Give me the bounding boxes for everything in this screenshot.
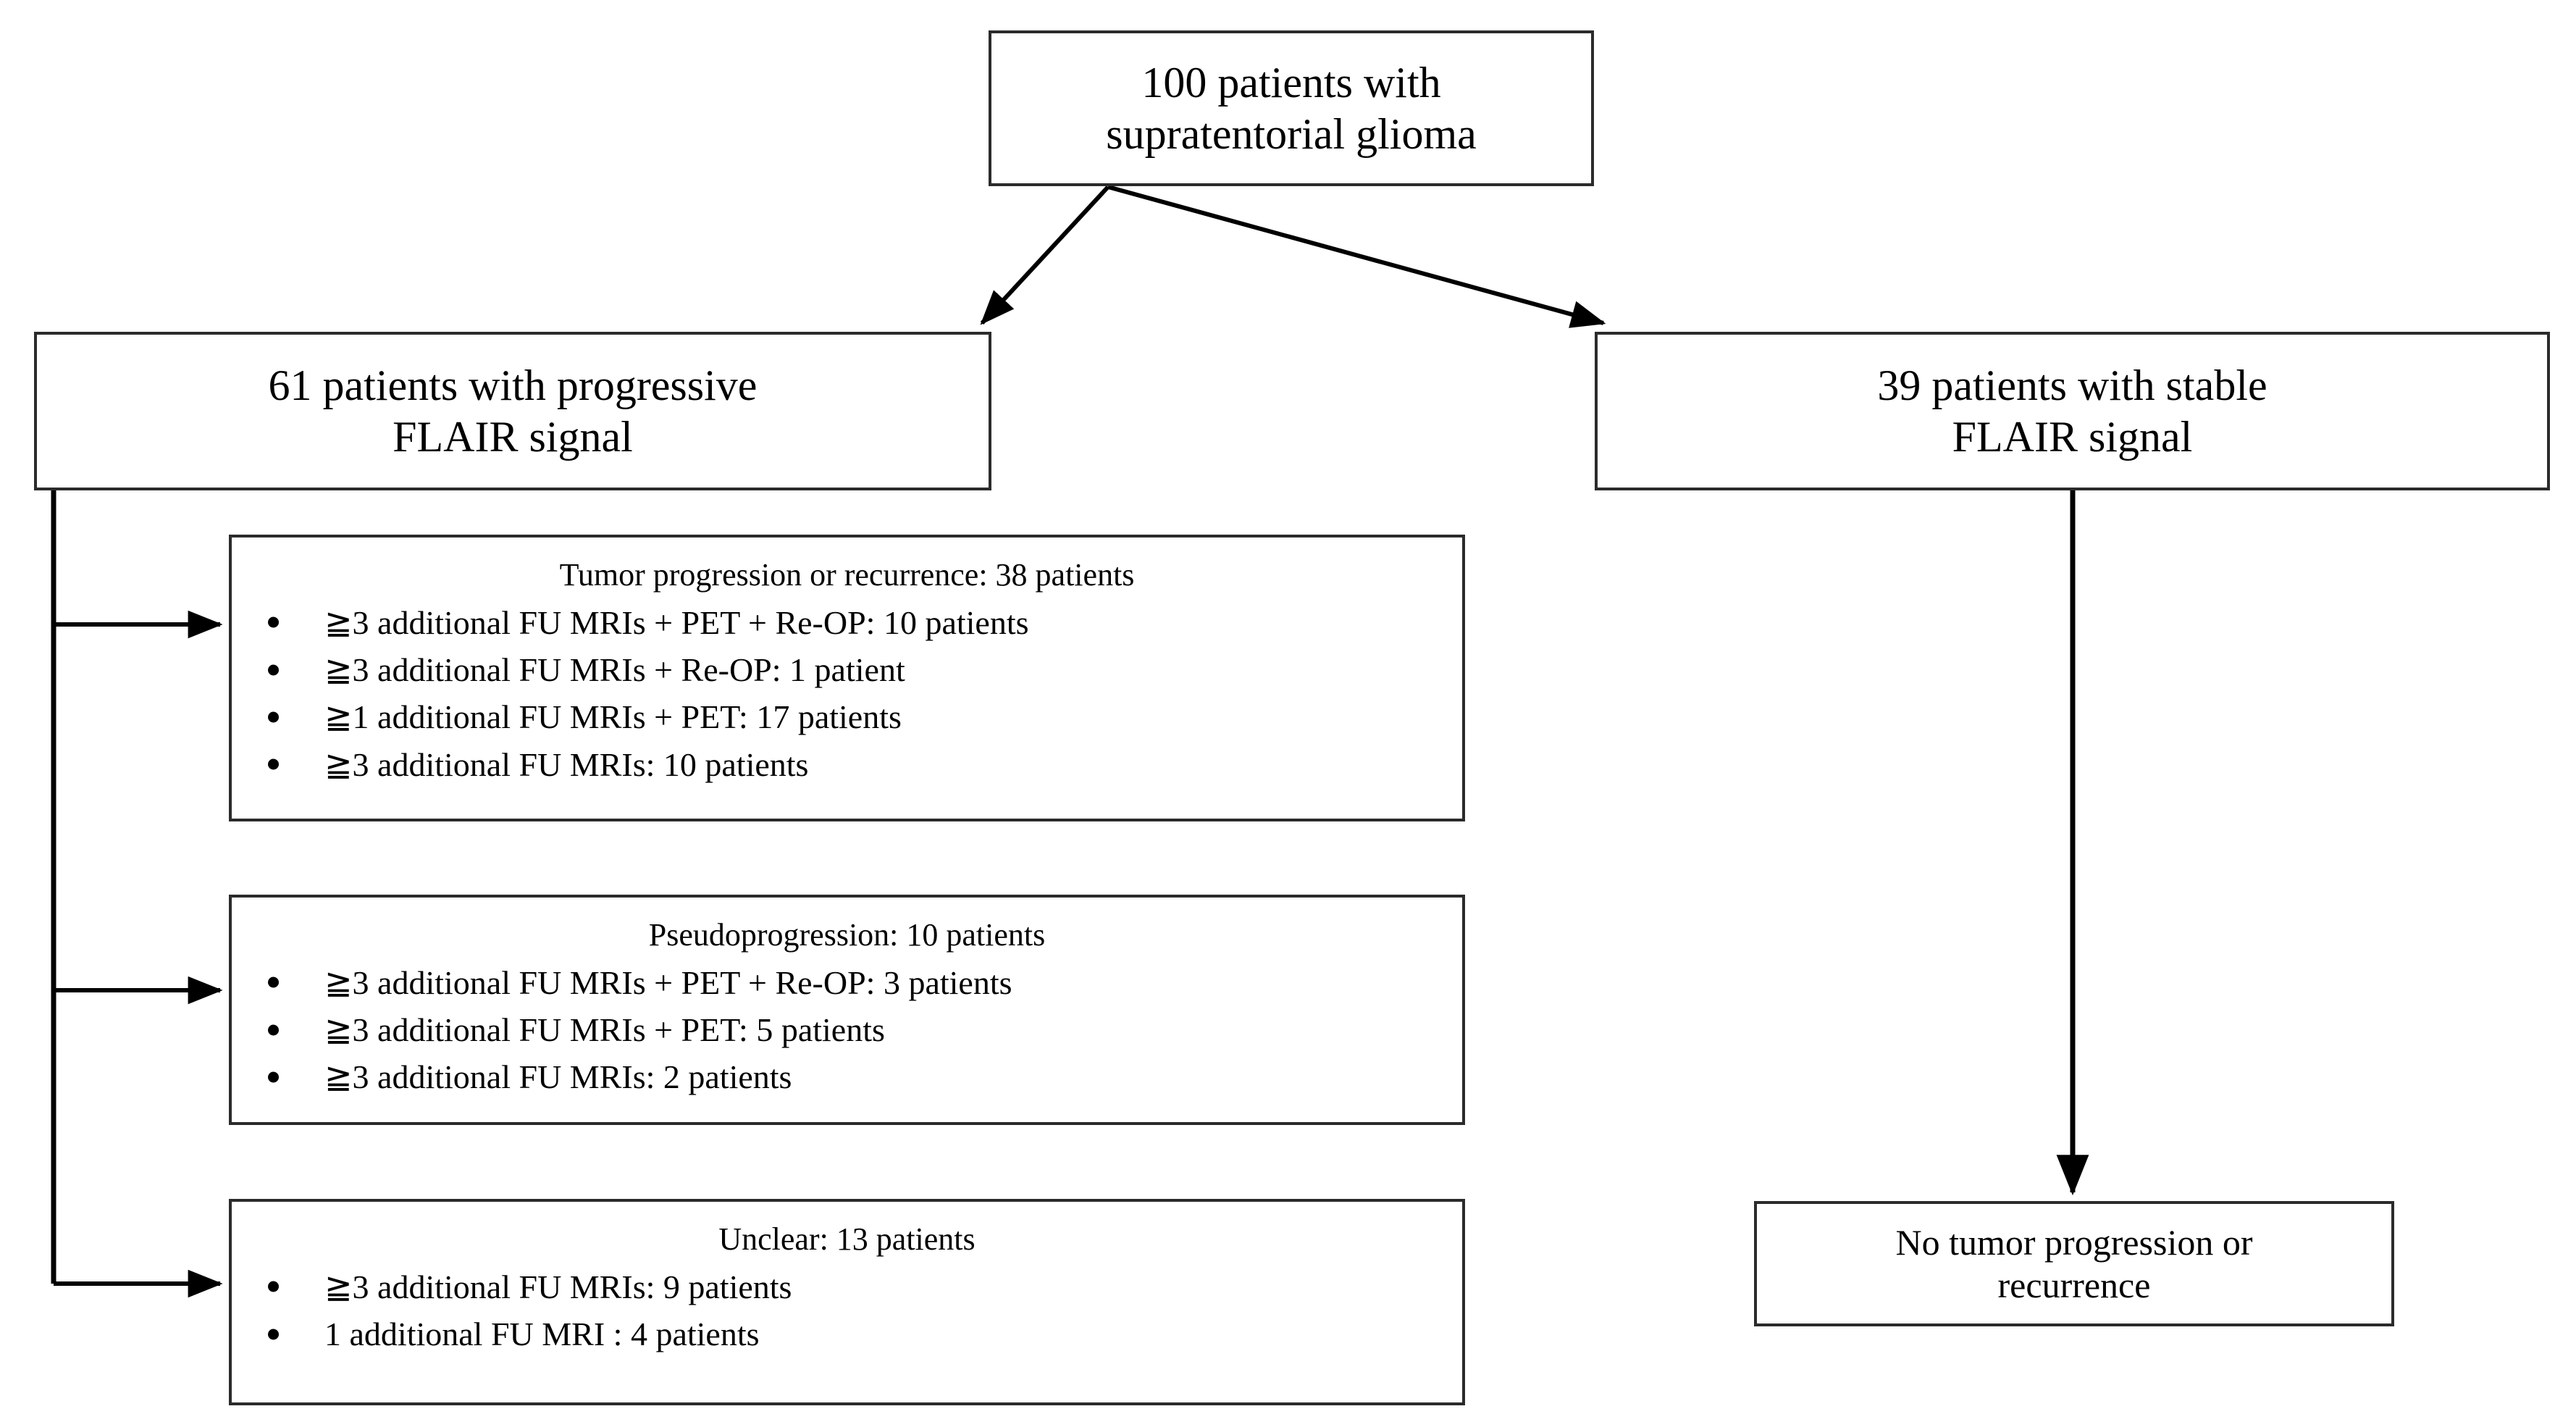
detail-list-tumor-progression: ≧3 additional FU MRIs + PET + Re-OP: 10 … — [232, 599, 1462, 788]
list-item: ≧3 additional FU MRIs + PET + Re-OP: 10 … — [258, 599, 1462, 646]
list-item: ≧3 additional FU MRIs + PET: 5 patients — [258, 1006, 1462, 1053]
list-item: ≧1 additional FU MRIs + PET: 17 patients — [258, 693, 1462, 740]
detail-box-unclear: Unclear: 13 patients ≧3 additional FU MR… — [229, 1199, 1465, 1405]
detail-heading-tumor-progression: Tumor progression or recurrence: 38 pati… — [559, 557, 1135, 593]
node-no-progression: No tumor progression or recurrence — [1754, 1201, 2394, 1326]
list-item-label: ≧3 additional FU MRIs + Re-OP: 1 patient — [324, 651, 905, 689]
bullet-icon — [268, 616, 279, 628]
node-stable-flair: 39 patients with stable FLAIR signal — [1595, 332, 2550, 490]
detail-heading-pseudoprogression: Pseudoprogression: 10 patients — [648, 917, 1046, 953]
bullet-icon — [268, 664, 279, 676]
node-no-progression-label: No tumor progression or recurrence — [1895, 1221, 2253, 1305]
node-progressive-flair: 61 patients with progressive FLAIR signa… — [34, 332, 991, 490]
detail-box-tumor-progression: Tumor progression or recurrence: 38 pati… — [229, 535, 1465, 821]
list-item: 1 additional FU MRI : 4 patients — [258, 1310, 1462, 1358]
node-progressive-flair-label: 61 patients with progressive FLAIR signa… — [268, 361, 758, 461]
list-item-label: ≧3 additional FU MRIs + PET + Re-OP: 10 … — [324, 603, 1029, 641]
list-item-label: ≧1 additional FU MRIs + PET: 17 patients — [324, 698, 902, 736]
bullet-icon — [268, 711, 279, 723]
bullet-icon — [268, 1329, 279, 1340]
bullet-icon — [268, 976, 279, 988]
list-item-label: ≧3 additional FU MRIs + PET: 5 patients — [324, 1011, 885, 1049]
connector-root-to-stable — [1107, 185, 1606, 328]
connector-root-to-progressive — [980, 185, 1110, 325]
bullet-icon — [268, 1024, 279, 1036]
list-item: ≧3 additional FU MRIs: 10 patients — [258, 741, 1462, 788]
list-item-label: ≧3 additional FU MRIs + PET + Re-OP: 3 p… — [324, 963, 1012, 1001]
list-item-label: ≧3 additional FU MRIs: 10 patients — [324, 745, 809, 783]
list-item: ≧3 additional FU MRIs: 2 patients — [258, 1053, 1462, 1100]
list-item-label: ≧3 additional FU MRIs: 9 patients — [324, 1268, 792, 1305]
list-item: ≧3 additional FU MRIs: 9 patients — [258, 1263, 1462, 1310]
list-item: ≧3 additional FU MRIs + PET + Re-OP: 3 p… — [258, 959, 1462, 1006]
node-root-label: 100 patients with supratentorial glioma — [1106, 58, 1477, 158]
detail-list-pseudoprogression: ≧3 additional FU MRIs + PET + Re-OP: 3 p… — [232, 959, 1462, 1101]
detail-heading-unclear: Unclear: 13 patients — [718, 1221, 976, 1257]
list-item-label: ≧3 additional FU MRIs: 2 patients — [324, 1058, 792, 1096]
detail-list-unclear: ≧3 additional FU MRIs: 9 patients 1 addi… — [232, 1263, 1462, 1358]
node-root: 100 patients with supratentorial glioma — [989, 30, 1594, 186]
detail-box-pseudoprogression: Pseudoprogression: 10 patients ≧3 additi… — [229, 895, 1465, 1125]
node-stable-flair-label: 39 patients with stable FLAIR signal — [1877, 361, 2267, 461]
list-item-label: 1 additional FU MRI : 4 patients — [324, 1316, 760, 1353]
bullet-icon — [268, 758, 279, 770]
bullet-icon — [268, 1071, 279, 1083]
list-item: ≧3 additional FU MRIs + Re-OP: 1 patient — [258, 646, 1462, 693]
bullet-icon — [268, 1281, 279, 1292]
